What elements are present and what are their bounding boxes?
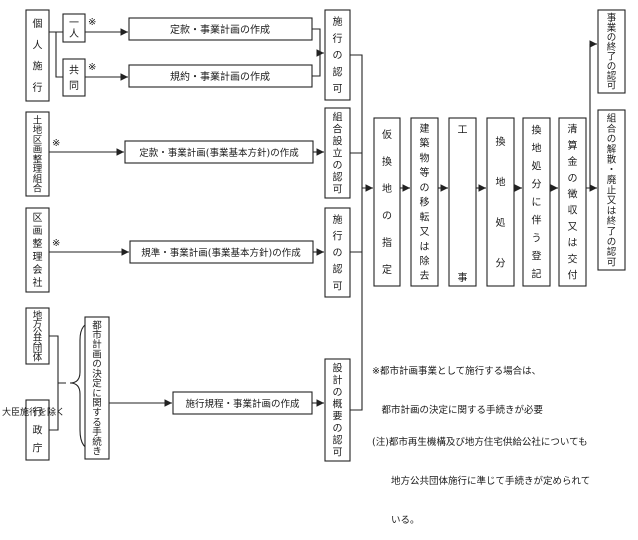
administrative-agency-box: 行政庁	[25, 399, 50, 461]
minister-exclusion-note: 大臣施行を除く	[2, 406, 65, 418]
note-public-corporations-line1: (注)都市再生機構及び地方住宅供給公社についても	[372, 437, 588, 448]
local-government-box: 地方公共団体	[25, 307, 50, 365]
provisional-replot-label: 仮換地の指定	[382, 128, 392, 276]
design-outline-approval-box: 設計の概要の認可	[324, 358, 351, 462]
implementation-rules-plan-label: 施行規程・事業計画の作成	[185, 398, 300, 410]
project-completion-approval-box: 事業の終了の認可	[597, 9, 626, 94]
implementation-approval-label-1: 施行の認可	[333, 15, 343, 95]
connector-public-bodies	[49, 335, 66, 431]
rules-plan-label: 規約・事業計画の作成	[170, 70, 270, 83]
registration-label: 換地処分に伴う登記	[532, 125, 542, 281]
settlement-box: 清算金の徴収又は交付	[558, 117, 587, 287]
implementation-approval-box-2: 施行の認可	[324, 207, 351, 298]
implementation-approval-label-2: 施行の認可	[333, 213, 343, 292]
urban-planning-procedure-label: 都市計画の決定に関する手続き	[92, 320, 102, 457]
articles-plan-box: 定款・事業計画の作成	[128, 17, 313, 41]
readjustment-company-box: 区画整理会社	[25, 207, 50, 293]
note-public-corporations-line3: いる。	[372, 515, 420, 526]
assoc-dissolution-box: 組合の解散・廃止又は終了の認可	[597, 109, 626, 271]
note-public-corporations-line2: 地方公共団体施行に準じて手続きが定められて	[372, 476, 591, 487]
construction-label-char1: 工	[458, 125, 468, 136]
articles-plan-policy-label: 定款・事業計画(事業基本方針)の作成	[139, 147, 299, 159]
administrative-agency-label: 行政庁	[33, 406, 43, 455]
land-readjustment-assoc-label: 土地区画整理組合	[33, 114, 43, 194]
note-urban-planning-line1: ※都市計画事業として施行する場合は、	[372, 366, 542, 377]
replotting-disposition-label: 換地処分	[496, 136, 506, 270]
local-government-label: 地方公共団体	[33, 310, 43, 364]
design-outline-approval-label: 設計の概要の認可	[333, 362, 343, 459]
connector-individual-bracket	[49, 31, 63, 78]
individual-label: 一人	[69, 18, 79, 40]
asterisk-mark-individual: ※	[88, 17, 96, 28]
registration-box: 換地処分に伴う登記	[522, 117, 551, 287]
merge-approvals-line	[350, 54, 373, 411]
land-readjustment-assoc-box: 土地区画整理組合	[25, 111, 50, 197]
standards-plan-policy-box: 規準・事業計画(事業基本方針)の作成	[129, 240, 314, 264]
merge-individual-steps	[312, 28, 324, 77]
asterisk-mark-assoc: ※	[52, 138, 60, 149]
note-urban-planning: ※都市計画事業として施行する場合は、 都市計画の決定に関する手続きが必要	[372, 339, 543, 430]
asterisk-mark-joint: ※	[88, 62, 96, 73]
joint-box: 共同	[62, 58, 86, 97]
land-readjustment-flow-diagram: 個人施行 一人 ※ 共同 ※ 定款・事業計画の作成 規約・事業計画の作成 施行の…	[2, 9, 626, 462]
individual-group-box: 個人施行	[25, 9, 50, 102]
implementation-rules-plan-box: 施行規程・事業計画の作成	[172, 391, 313, 415]
readjustment-company-label: 区画整理会社	[33, 212, 43, 289]
articles-plan-label: 定款・事業計画の作成	[170, 23, 270, 36]
implementation-approval-box-1: 施行の認可	[324, 9, 351, 101]
urban-planning-procedure-box: 都市計画の決定に関する手続き	[84, 316, 110, 460]
note-urban-planning-line2: 都市計画の決定に関する手続きが必要	[372, 405, 544, 416]
individual-box: 一人	[62, 13, 86, 43]
note-public-corporations: (注)都市再生機構及び地方住宅供給公社についても 地方公共団体施行に準じて手続き…	[372, 410, 590, 540]
standards-plan-policy-label: 規準・事業計画(事業基本方針)の作成	[141, 247, 301, 259]
brace-procedure	[69, 321, 95, 451]
assoc-establishment-approval-box: 組合設立の認可	[324, 107, 351, 199]
building-relocation-label: 建築物等の移転又は除去	[420, 122, 430, 282]
articles-plan-policy-box: 定款・事業計画(事業基本方針)の作成	[124, 140, 314, 164]
assoc-establishment-approval-label: 組合設立の認可	[333, 111, 343, 196]
building-relocation-box: 建築物等の移転又は除去	[410, 117, 439, 287]
rules-plan-box: 規約・事業計画の作成	[128, 64, 313, 88]
settlement-label: 清算金の徴収又は交付	[568, 123, 578, 282]
branch-to-end-states	[586, 44, 591, 189]
replotting-disposition-box: 換地処分	[486, 117, 515, 287]
construction-box: 工 事	[448, 117, 477, 287]
joint-label: 共同	[69, 64, 79, 92]
provisional-replot-box: 仮換地の指定	[373, 117, 401, 287]
asterisk-mark-company: ※	[52, 238, 60, 249]
assoc-dissolution-label: 組合の解散・廃止又は終了の認可	[607, 113, 617, 269]
construction-label-char2: 事	[458, 271, 468, 284]
individual-group-label: 個人施行	[33, 17, 43, 94]
project-completion-approval-label: 事業の終了の認可	[607, 12, 617, 91]
